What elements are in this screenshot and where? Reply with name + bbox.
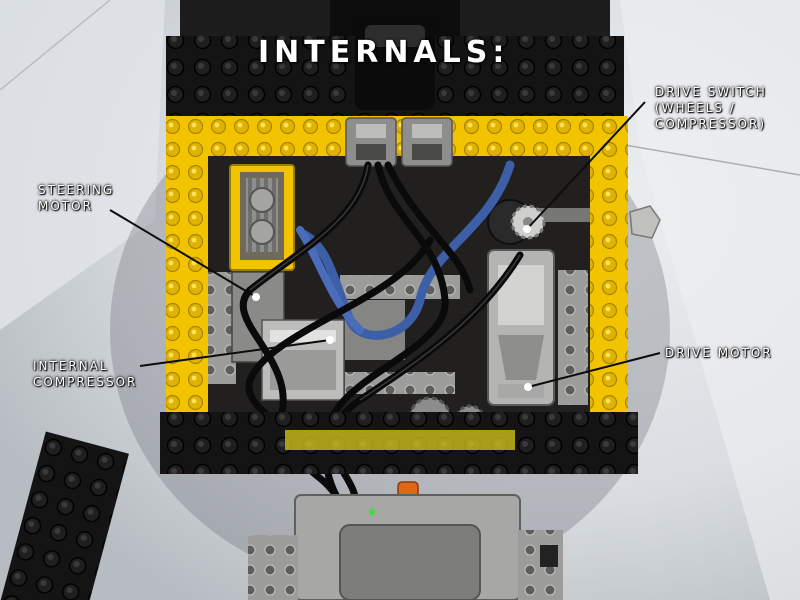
- yellow-frame-right: [590, 116, 628, 416]
- paper-sheet-left: [0, 0, 165, 330]
- internal-compressor-label: INTERNAL COMPRESSOR: [33, 358, 137, 390]
- battery-box-panel: [339, 524, 481, 600]
- drive-motor-label: DRIVE MOTOR: [665, 346, 773, 360]
- drive-switch-label-line-1: DRIVE SWITCH: [655, 85, 767, 99]
- top-connector-shine: [365, 25, 425, 47]
- drive-switch-label-line-2: (WHEELS /: [655, 101, 736, 115]
- loose-black-brick: [0, 431, 129, 600]
- internal-compressor-label-line-2: COMPRESSOR: [33, 375, 138, 389]
- yellow-translucent-plate: [285, 430, 515, 450]
- right-connector-clip: [629, 205, 661, 239]
- page-title: INTERNALS:: [258, 35, 510, 70]
- internal-compressor-label-line-1: INTERNAL: [33, 359, 109, 373]
- steering-motor-label-line-2: MOTOR: [38, 199, 93, 213]
- bottom-connector: [540, 545, 558, 567]
- label-dots: [252, 225, 532, 391]
- drive-switch-label-line-3: COMPRESSOR): [655, 117, 767, 131]
- paper-sheet-right: [620, 0, 800, 600]
- left-beam-bottom: [248, 535, 298, 600]
- paper-edge: [0, 0, 111, 91]
- steering-motor-label-line-1: STEERING: [38, 183, 115, 197]
- paper-edge: [624, 144, 800, 176]
- label-pointers: [109, 101, 661, 388]
- blue-tube: [296, 226, 364, 334]
- battery-led: [369, 509, 375, 515]
- yellow-frame-left: [166, 116, 208, 416]
- blue-tube: [300, 160, 515, 340]
- drive-switch-label: DRIVE SWITCH (WHEELS / COMPRESSOR): [655, 84, 767, 132]
- steering-motor-label: STEERING MOTOR: [38, 182, 114, 214]
- right-beam: [558, 270, 588, 405]
